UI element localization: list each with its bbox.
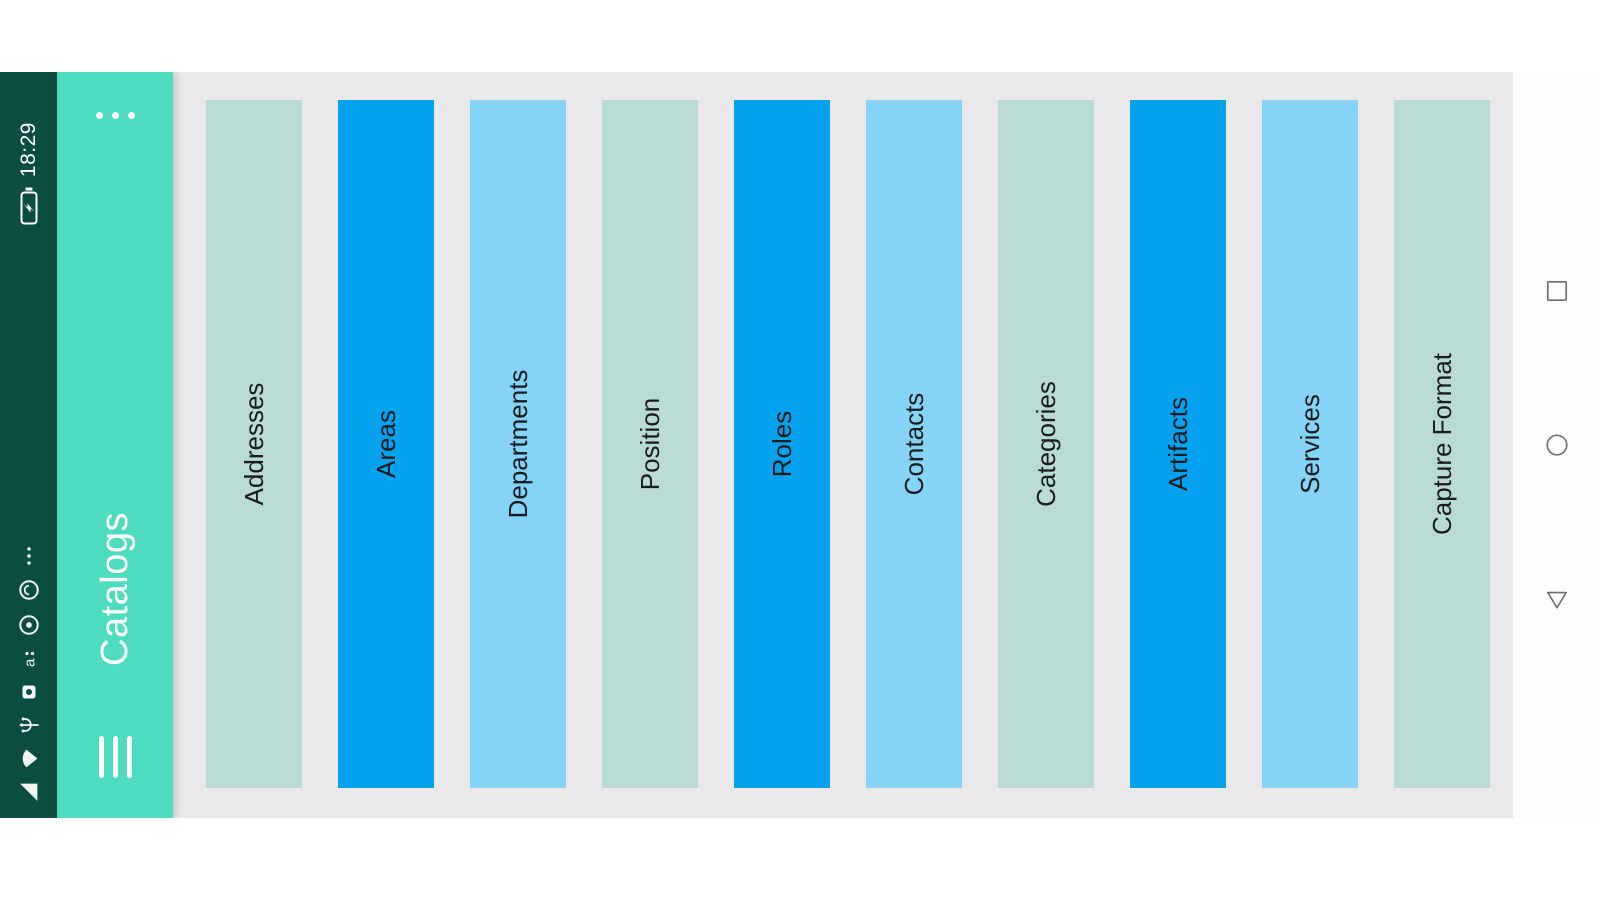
catalog-item-label: Departments <box>502 369 533 519</box>
android-nav-bar <box>1513 72 1600 818</box>
catalog-item-categories[interactable]: Categories <box>998 100 1094 788</box>
catalog-item-services[interactable]: Services <box>1262 100 1358 788</box>
more-notifications-icon <box>26 547 31 565</box>
usb-icon <box>19 717 39 733</box>
status-time: 18:29 <box>16 122 40 178</box>
catalog-item-areas[interactable]: Areas <box>338 100 434 788</box>
wifi-icon <box>22 749 38 768</box>
catalog-item-label: Position <box>634 397 665 491</box>
phone-portrait-ui: a <box>0 72 1600 818</box>
catalog-item-position[interactable]: Position <box>602 100 698 788</box>
circle-app-icon-2 <box>18 580 39 600</box>
app-notification-icon <box>22 685 35 699</box>
catalog-list: Addresses Areas Departments Position Rol… <box>173 72 1513 818</box>
svg-text:a: a <box>21 658 38 667</box>
signal-icon <box>20 783 38 801</box>
status-bar: a <box>0 72 57 818</box>
catalog-item-label: Addresses <box>238 382 269 506</box>
app-bar: Catalogs <box>57 72 173 818</box>
catalog-item-capture-format[interactable]: Capture Format <box>1394 100 1490 788</box>
catalog-item-artifacts[interactable]: Artifacts <box>1130 100 1226 788</box>
catalog-item-roles[interactable]: Roles <box>734 100 830 788</box>
catalog-item-label: Contacts <box>898 392 929 496</box>
page-title: Catalogs <box>93 512 136 666</box>
catalog-item-label: Services <box>1294 394 1325 494</box>
status-time-battery: 18:29 <box>17 122 41 225</box>
recents-button[interactable] <box>1544 278 1570 304</box>
menu-icon[interactable] <box>98 736 132 778</box>
catalog-item-addresses[interactable]: Addresses <box>206 100 302 788</box>
catalog-item-label: Areas <box>370 410 401 478</box>
catalog-item-label: Roles <box>766 410 797 478</box>
overflow-menu-icon[interactable] <box>90 108 141 123</box>
home-button[interactable] <box>1544 432 1570 458</box>
catalog-item-departments[interactable]: Departments <box>470 100 566 788</box>
catalog-item-contacts[interactable]: Contacts <box>866 100 962 788</box>
catalog-item-label: Artifacts <box>1162 397 1193 491</box>
battery-charging-icon <box>20 187 37 225</box>
status-notification-icons: a <box>17 225 41 804</box>
rotated-phone-screen: a <box>0 72 1600 818</box>
circle-app-icon-1 <box>18 615 39 635</box>
catalog-item-label: Capture Format <box>1426 352 1457 536</box>
letter-badge-icon: a <box>21 651 38 667</box>
back-button[interactable] <box>1544 586 1570 612</box>
catalog-item-label: Categories <box>1030 381 1061 507</box>
